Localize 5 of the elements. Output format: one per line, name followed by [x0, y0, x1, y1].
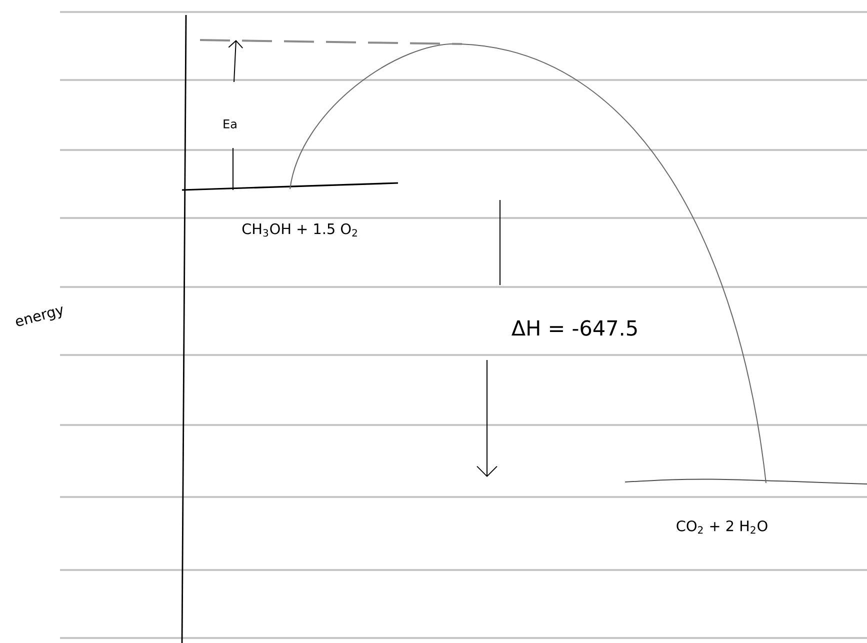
- axis-label: energy: [16, 306, 62, 326]
- reactant-label: CH$_{3}$OH + 1.5 O$_{2}$: [242, 223, 357, 237]
- energy-label: Ea: [224, 120, 236, 128]
- enthalpy-label: ΔH = -647.5: [512, 320, 637, 336]
- product-label: CO$_{2}$ + 2 H$_{2}$O: [676, 520, 768, 534]
